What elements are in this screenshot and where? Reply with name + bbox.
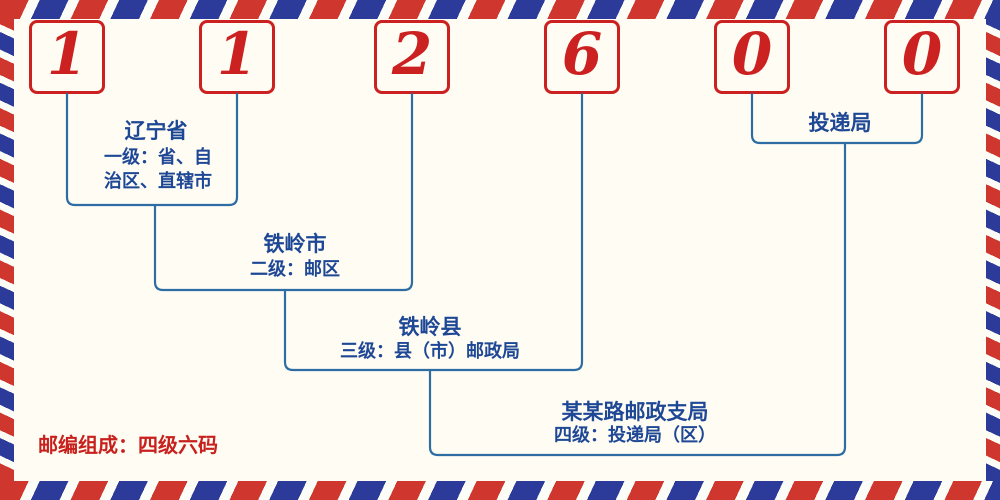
composition-note: 邮编组成：四级六码 xyxy=(38,433,218,457)
airmail-border-left xyxy=(0,19,14,481)
level-1-bracket-line xyxy=(65,92,239,207)
digit-box-6: 0 xyxy=(884,20,960,94)
airmail-border-right xyxy=(986,19,1000,481)
level-1-name: 辽宁省 xyxy=(124,119,188,143)
digit-3-value: 2 xyxy=(391,20,433,88)
airmail-border-bottom xyxy=(0,481,1000,500)
digit-box-1: 1 xyxy=(29,20,105,94)
delivery-office-bracket-line xyxy=(750,92,924,145)
level-3-name: 铁岭县 xyxy=(398,315,462,339)
level-3-bracket-line xyxy=(283,92,584,372)
level-4-name: 某某路邮政支局 xyxy=(561,400,709,424)
level-4-bracket-line xyxy=(428,141,847,457)
airmail-border-top xyxy=(0,0,1000,19)
level-2-bracket-line xyxy=(153,92,414,292)
digit-1-value: 1 xyxy=(46,20,88,88)
digit-box-4: 6 xyxy=(544,20,620,94)
digit-6-value: 0 xyxy=(901,20,943,88)
digit-5-value: 0 xyxy=(731,20,773,88)
level-2-name: 铁岭市 xyxy=(263,232,327,256)
digit-2-value: 1 xyxy=(216,20,258,88)
digit-box-2: 1 xyxy=(199,20,275,94)
delivery-office-name: 投递局 xyxy=(808,111,872,135)
digit-4-value: 6 xyxy=(561,20,603,88)
digit-box-5: 0 xyxy=(714,20,790,94)
level-4-desc: 四级：投递局（区） xyxy=(554,425,716,446)
digit-box-3: 2 xyxy=(374,20,450,94)
level-1-desc: 一级：省、自治区、直辖市 xyxy=(104,147,212,192)
level-2-desc: 二级：邮区 xyxy=(250,259,340,280)
level-3-desc: 三级：县（市）邮政局 xyxy=(340,341,520,362)
